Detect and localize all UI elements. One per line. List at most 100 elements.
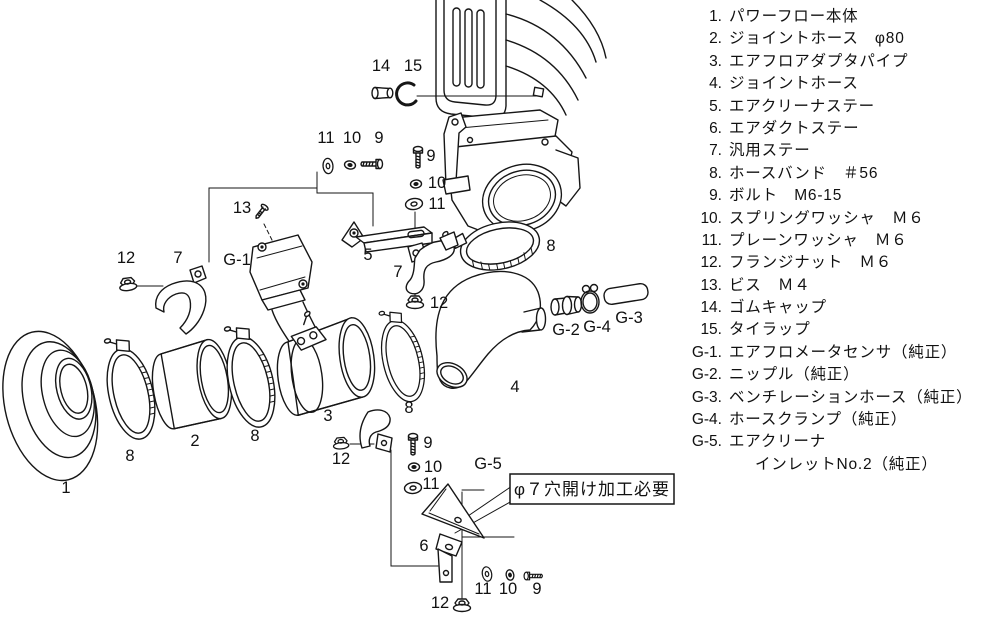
part-number-label: 1 — [61, 479, 70, 497]
parts-list-item: 7. 汎用ステー — [684, 140, 998, 162]
part-number-label: 10 — [428, 174, 446, 192]
part-number-label: 10 — [499, 580, 517, 598]
part-number: 4. — [709, 75, 722, 93]
part-number: G-4. — [691, 411, 722, 429]
part-number: 5. — [709, 97, 722, 115]
part-number: 13. — [700, 276, 722, 294]
part-name: ビス Ｍ４ — [729, 276, 811, 294]
airflow-adapter-pipe-art — [276, 310, 376, 416]
parts-list-item: 15. タイラップ — [684, 319, 998, 341]
part-number-label: 8 — [404, 399, 413, 417]
part-number: 1. — [709, 8, 722, 25]
part-number-label: 8 — [250, 427, 259, 445]
part-number-label: 2 — [190, 432, 199, 450]
part-number-label: 8 — [546, 237, 555, 255]
airflow-meter-sensor-art — [249, 234, 327, 354]
part-number-label: 10 — [343, 129, 361, 147]
part-name: ホースバンド ＃56 — [729, 164, 879, 182]
part-number — [684, 454, 722, 476]
part-name: ジョイントホース — [729, 75, 859, 93]
parts-list-item: 5. エアクリーナステー — [684, 96, 998, 118]
part-name: ホースクランプ（純正） — [729, 411, 908, 429]
part-number-label: 12 — [431, 594, 449, 612]
part-number: 8. — [709, 164, 722, 182]
parts-list: 1. パワーフロー本体 2. ジョイントホース φ80 3. エアフロアダプタパ… — [684, 6, 998, 476]
part-number-label: 6 — [419, 537, 428, 555]
part-name: ボルト M6-15 — [729, 187, 843, 205]
part-number: 14. — [700, 299, 722, 317]
parts-list-item: G-3. ベンチレーションホース（純正） — [684, 387, 998, 409]
parts-list-item: 11. プレーンワッシャ Ｍ６ — [684, 230, 998, 252]
parts-list-item: 4. ジョイントホース — [684, 73, 998, 95]
parts-list-item: 8. ホースバンド ＃56 — [684, 163, 998, 185]
part-number-label: 3 — [323, 407, 332, 425]
part-number: G-1. — [691, 343, 722, 361]
parts-list-item: 14. ゴムキャップ — [684, 297, 998, 319]
parts-list-item: G-5. エアクリーナ — [684, 431, 998, 453]
parts-list-item: 6. エアダクトステー — [684, 118, 998, 140]
part-number-label: 12 — [332, 450, 350, 468]
part-number-label: 11 — [428, 195, 445, 213]
hose-clamp-art — [580, 283, 600, 314]
part-name: エアクリーナステー — [729, 97, 875, 115]
air-duct-stay-art — [435, 533, 463, 583]
part-name: エアクリーナ — [729, 433, 827, 451]
parts-list-item: 2. ジョイントホース φ80 — [684, 28, 998, 50]
air-cleaner-inlet-plate-art — [421, 483, 485, 539]
hardware-art — [117, 81, 543, 613]
part-number-label: 7 — [393, 263, 402, 281]
nipple-art — [550, 295, 583, 316]
ventilation-hose-art — [603, 282, 649, 306]
parts-list-item: インレットNo.2（純正） — [684, 454, 998, 476]
universal-stay-right-art — [405, 231, 459, 295]
parts-list-item: G-2. ニップル（純正） — [684, 364, 998, 386]
parts-list-item: 12. フランジナット Ｍ６ — [684, 252, 998, 274]
joint-hose-80-art — [151, 338, 233, 430]
part-number-label: 5 — [363, 246, 372, 264]
part-number-label: 11 — [317, 129, 334, 147]
part-number-label: 9 — [423, 434, 432, 452]
part-number: G-3. — [691, 388, 722, 406]
hose-band-art — [371, 304, 433, 407]
part-number: 2. — [709, 30, 722, 48]
part-name: ニップル（純正） — [729, 366, 860, 384]
part-number-label: 11 — [422, 475, 439, 493]
diagram-canvas: 1415111099101113G-1127571281828384G-2G-4… — [2, 0, 675, 613]
part-number-label: G-1 — [223, 251, 251, 269]
part-number-label: 9 — [426, 147, 435, 165]
part-number-label: 13 — [233, 199, 251, 217]
drill-note-callout: φ７穴開け加工必要 — [509, 473, 675, 505]
part-number: G-2. — [691, 366, 722, 384]
part-number-label: 12 — [430, 294, 448, 312]
part-name: ゴムキャップ — [729, 299, 827, 317]
part-number: G-5. — [691, 433, 722, 451]
part-number-label: 14 — [372, 57, 390, 75]
part-number: 15. — [700, 321, 722, 339]
part-number: 7. — [709, 142, 722, 160]
air-cleaner-stay-art — [341, 221, 433, 253]
part-number-label: 8 — [125, 447, 134, 465]
part-name: ジョイントホース φ80 — [729, 30, 905, 48]
part-number-label: G-5 — [474, 455, 502, 473]
part-name: ベンチレーションホース（純正） — [729, 388, 973, 406]
part-number: 11. — [701, 231, 722, 249]
part-number-label: 9 — [532, 580, 541, 598]
parts-list-item: 1. パワーフロー本体 — [684, 6, 998, 28]
part-name: スプリングワッシャ Ｍ６ — [729, 209, 925, 227]
part-number-label: 7 — [173, 249, 182, 267]
parts-list-item: 13. ビス Ｍ４ — [684, 275, 998, 297]
part-name: フランジナット Ｍ６ — [729, 254, 893, 272]
part-number-label: G-3 — [615, 309, 643, 327]
part-name: パワーフロー本体 — [729, 8, 859, 25]
parts-list-item: 3. エアフロアダプタパイプ — [684, 51, 998, 73]
part-number: 12. — [700, 254, 722, 272]
part-number: 6. — [709, 119, 722, 137]
callout-text: φ７穴開け加工必要 — [514, 480, 670, 499]
parts-list-item: 10. スプリングワッシャ Ｍ６ — [684, 208, 998, 230]
part-number: 9. — [709, 187, 722, 205]
part-number-label: G-2 — [552, 321, 580, 339]
part-name: エアダクトステー — [729, 119, 860, 137]
parts-list-item: 9. ボルト M6-15 — [684, 185, 998, 207]
